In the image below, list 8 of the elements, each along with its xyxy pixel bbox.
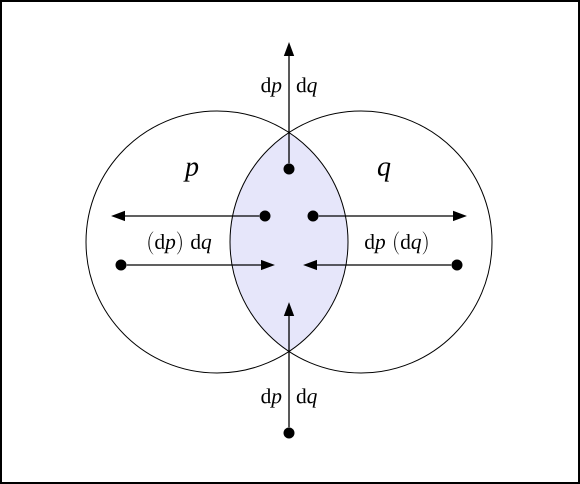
dot — [452, 260, 462, 270]
dot — [308, 210, 318, 222]
dot — [284, 164, 294, 174]
arrow-label: $(\mathrm{d}p)\;\mathrm{d}q$ — [148, 232, 212, 255]
dot — [116, 260, 126, 270]
arrow-label: $\mathrm{d}p\;(\mathrm{d}q)$ — [365, 232, 428, 255]
dot — [284, 428, 294, 438]
dot — [260, 210, 270, 222]
